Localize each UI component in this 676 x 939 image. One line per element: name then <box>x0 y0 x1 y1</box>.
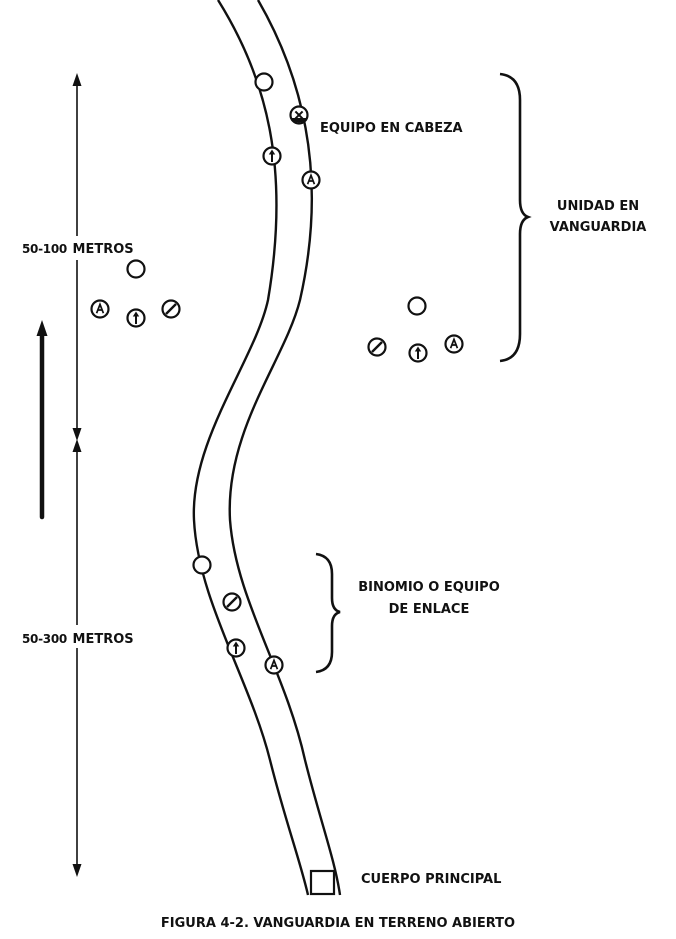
lower-distance-label: 50-300 METROS <box>22 630 134 646</box>
road-left-edge <box>192 0 310 896</box>
vanguard-unit-brace <box>499 72 532 363</box>
automatic-rifleman-symbol <box>444 334 464 354</box>
rifleman-symbol <box>192 555 212 575</box>
liaison-team-label-line2: DE ENLACE <box>388 602 470 617</box>
team-leader-symbol <box>289 105 309 125</box>
automatic-rifleman-symbol <box>301 170 321 190</box>
distance-arrow-upper <box>72 73 82 441</box>
automatic-rifleman-symbol <box>90 299 110 319</box>
grenadier-symbol <box>126 308 146 328</box>
main-body-label: CUERPO PRINCIPAL <box>361 872 502 887</box>
lead-team-label: EQUIPO EN CABEZA <box>320 121 463 136</box>
team-member-symbol <box>222 592 242 612</box>
vanguard-unit-label-line2: VANGUARDIA <box>549 220 647 235</box>
upper-distance-value: 50-100 <box>22 242 67 256</box>
figure-caption: FIGURA 4-2. VANGUARDIA EN TERRENO ABIERT… <box>160 916 516 931</box>
lower-distance-unit: METROS <box>72 632 134 647</box>
grenadier-symbol <box>226 638 246 658</box>
rifleman-symbol <box>254 72 274 92</box>
lower-distance-value: 50-300 <box>22 632 67 646</box>
vanguard-unit-label-line1: UNIDAD EN <box>556 199 640 214</box>
rifleman-symbol <box>407 296 427 316</box>
liaison-team-label-line1: BINOMIO O EQUIPO <box>358 580 500 595</box>
grenadier-symbol <box>408 343 428 363</box>
direction-of-movement-arrow <box>36 320 48 520</box>
main-body-symbol <box>309 869 336 896</box>
upper-distance-label: 50-100 METROS <box>22 240 134 256</box>
distance-arrow-lower <box>72 439 82 877</box>
rifleman-symbol <box>126 259 146 279</box>
team-member-symbol <box>161 299 181 319</box>
grenadier-symbol <box>262 146 282 166</box>
liaison-team-brace <box>315 552 341 674</box>
upper-distance-unit: METROS <box>72 242 134 257</box>
automatic-rifleman-symbol <box>264 655 284 675</box>
team-member-symbol <box>367 337 387 357</box>
